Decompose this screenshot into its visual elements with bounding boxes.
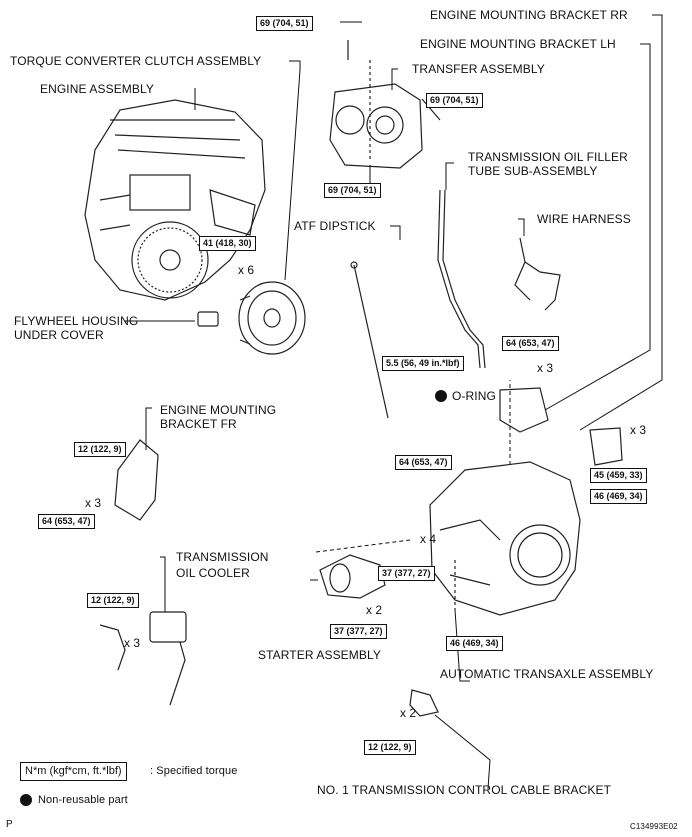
label-oil-filler-tube-line1: TRANSMISSION OIL FILLER — [468, 150, 628, 164]
label-atf-dipstick: ATF DIPSTICK — [294, 219, 376, 233]
qty-starter: x 2 — [366, 603, 383, 617]
label-automatic-transaxle: AUTOMATIC TRANSAXLE ASSEMBLY — [440, 667, 654, 681]
torque-torque-converter: 41 (418, 30) — [199, 236, 256, 251]
label-wire-harness: WIRE HARNESS — [537, 212, 631, 226]
torque-cable-bracket: 12 (122, 9) — [364, 740, 416, 755]
torque-transfer-bottom: 69 (704, 51) — [324, 183, 381, 198]
label-mount-bracket-lh: ENGINE MOUNTING BRACKET LH — [420, 37, 616, 51]
transfer-assembly-drawing — [329, 40, 423, 169]
label-mount-bracket-rr: ENGINE MOUNTING BRACKET RR — [430, 8, 628, 22]
torque-transaxle-bottom: 46 (469, 34) — [446, 636, 503, 651]
cable-bracket-drawing — [409, 689, 439, 717]
torque-mount-lh: 64 (653, 47) — [502, 336, 559, 351]
label-mount-bracket-fr-line1: ENGINE MOUNTING — [160, 403, 277, 417]
torque-starter-side: 37 (377, 27) — [378, 566, 435, 581]
figure-id: C134993E02 — [630, 822, 678, 831]
label-oil-filler-tube-line2: TUBE SUB-ASSEMBLY — [468, 164, 598, 178]
qty-mount-lh: x 3 — [537, 361, 554, 375]
label-mount-bracket-fr-line2: BRACKET FR — [160, 417, 237, 431]
qty-cable: x 2 — [400, 706, 417, 720]
legend-non-reusable-dot-icon — [20, 794, 32, 806]
torque-transaxle-right: 46 (469, 34) — [590, 489, 647, 504]
torque-transaxle-top: 64 (653, 47) — [395, 455, 452, 470]
label-torque-converter: TORQUE CONVERTER CLUTCH ASSEMBLY — [10, 54, 262, 68]
label-o-ring: O-RING — [452, 389, 496, 403]
torque-converter-drawing — [238, 281, 306, 355]
label-oil-cooler-line1: TRANSMISSION — [176, 550, 269, 564]
torque-starter-bottom: 37 (377, 27) — [330, 624, 387, 639]
starter-assembly-drawing — [319, 554, 386, 599]
qty-transaxle: x 4 — [420, 532, 437, 546]
label-transfer-assembly: TRANSFER ASSEMBLY — [412, 62, 545, 76]
legend-torque-desc: : Specified torque — [150, 765, 238, 777]
page-code: P — [6, 819, 13, 830]
torque-transfer-top: 69 (704, 51) — [256, 16, 313, 31]
qty-fr: x 3 — [85, 496, 102, 510]
qty-cooler: x 3 — [124, 636, 141, 650]
torque-filler-tube: 5.5 (56, 49 in.*lbf) — [382, 356, 464, 371]
qty-mount-rr: x 3 — [630, 423, 647, 437]
label-engine-assembly: ENGINE ASSEMBLY — [40, 82, 154, 96]
mount-bracket-lh-drawing — [499, 387, 549, 433]
label-flywheel-cover-line2: UNDER COVER — [14, 328, 104, 342]
label-flywheel-cover-line1: FLYWHEEL HOUSING — [14, 314, 139, 328]
automatic-transaxle-drawing — [429, 461, 581, 616]
atf-dipstick-drawing — [353, 264, 389, 419]
torque-fr-bottom: 64 (653, 47) — [38, 514, 95, 529]
torque-fr-top: 12 (122, 9) — [74, 442, 126, 457]
legend-non-reusable-text: Non-reusable part — [38, 794, 128, 806]
wire-harness-drawing — [514, 237, 561, 311]
label-oil-cooler-line2: OIL COOLER — [176, 566, 250, 580]
flywheel-cover-drawing — [197, 311, 219, 327]
label-starter-assembly: STARTER ASSEMBLY — [258, 648, 381, 662]
torque-cooler: 12 (122, 9) — [87, 593, 139, 608]
torque-transfer-right: 69 (704, 51) — [426, 93, 483, 108]
torque-mount-rr: 45 (459, 33) — [590, 468, 647, 483]
oil-cooler-drawing — [99, 611, 187, 706]
qty-converter: x 6 — [238, 263, 255, 277]
label-control-cable-bracket: NO. 1 TRANSMISSION CONTROL CABLE BRACKET — [317, 783, 612, 797]
legend-torque-unit: N*m (kgf*cm, ft.*lbf) — [20, 762, 127, 781]
non-reusable-dot-icon — [435, 390, 447, 402]
mount-bracket-rr-drawing — [589, 427, 623, 466]
mount-bracket-fr-drawing — [114, 439, 159, 521]
oil-filler-tube-drawing — [437, 189, 481, 369]
